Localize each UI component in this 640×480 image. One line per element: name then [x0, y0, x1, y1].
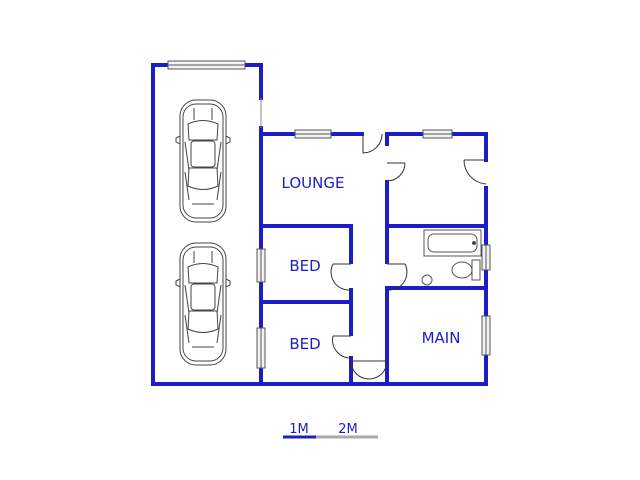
- scale-label-2m: 2M: [338, 422, 358, 437]
- bed-2-door: [332, 335, 352, 359]
- scale-label-1m: 1M: [289, 422, 309, 437]
- windows: [167, 60, 491, 369]
- lounge-north-window: [294, 129, 332, 139]
- bed-1-door: [330, 263, 352, 291]
- room-label-bed-2: BED: [289, 335, 320, 353]
- car-1: [175, 99, 231, 223]
- walls: [151, 63, 488, 386]
- bathroom-window: [481, 244, 491, 271]
- bed-1-window: [256, 248, 266, 283]
- scale-bar: 1M 2M: [283, 422, 378, 439]
- main-bedroom-window: [481, 315, 491, 356]
- corridor-door: [350, 360, 388, 380]
- basin: [421, 274, 433, 286]
- kitchen-east-door: [463, 159, 487, 185]
- room-label-main: MAIN: [422, 329, 461, 347]
- car-2: [175, 242, 231, 366]
- doors: [260, 98, 487, 380]
- bed-2-window: [256, 327, 266, 369]
- room-label-lounge: LOUNGE: [282, 174, 345, 192]
- room-label-bed-1: BED: [289, 257, 320, 275]
- kitchen-north-window: [422, 129, 453, 139]
- kitchen-door: [386, 162, 406, 182]
- lounge-entry-door: [362, 133, 383, 154]
- bathroom-fixtures: [421, 229, 482, 286]
- toilet: [451, 259, 481, 281]
- bathroom-door: [386, 263, 408, 291]
- bathtub: [423, 229, 482, 257]
- garage-north-window: [167, 60, 246, 70]
